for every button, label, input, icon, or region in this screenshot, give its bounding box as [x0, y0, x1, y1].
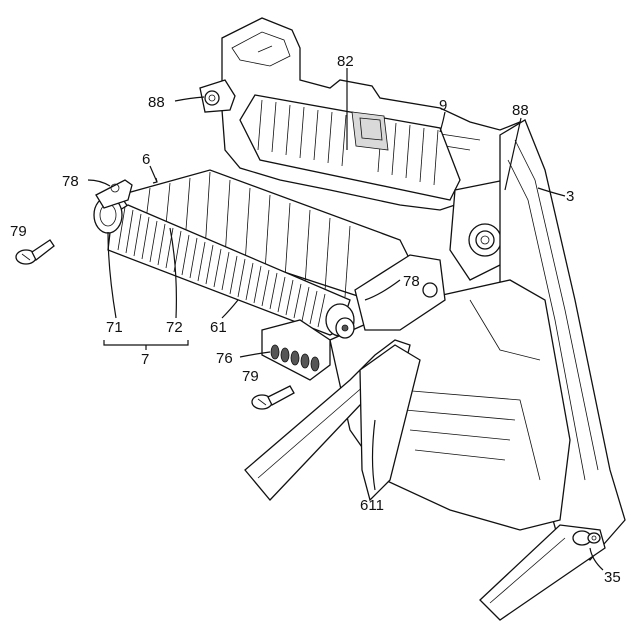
screw-lower: [252, 386, 294, 409]
label-76: 76: [216, 350, 233, 367]
screw-upper: [16, 240, 54, 264]
label-6: 6: [142, 151, 150, 168]
label-88-right: 88: [512, 102, 529, 119]
pin-35: [573, 531, 600, 545]
label-88-left: 88: [148, 94, 165, 111]
label-3: 3: [566, 188, 574, 205]
label-79-upper: 79: [10, 223, 27, 240]
label-78-left: 78: [62, 173, 79, 190]
label-72: 72: [166, 319, 183, 336]
label-78-right: 78: [403, 273, 420, 290]
label-79-lower: 79: [242, 368, 259, 385]
label-35: 35: [604, 569, 621, 586]
label-82: 82: [337, 53, 354, 70]
label-7: 7: [141, 351, 149, 368]
right-lever: [480, 525, 605, 620]
label-9: 9: [439, 97, 447, 114]
label-71: 71: [106, 319, 123, 336]
label-611: 611: [360, 497, 384, 514]
label-61: 61: [210, 319, 227, 336]
